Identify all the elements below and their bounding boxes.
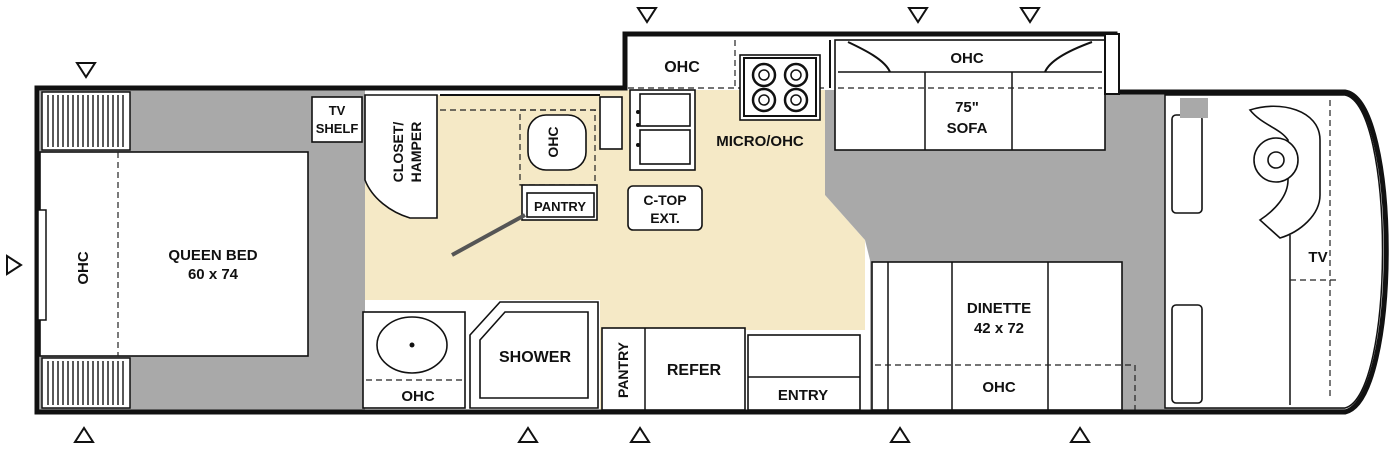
svg-text:C-TOP: C-TOP	[643, 192, 686, 208]
tv-shelf: TV SHELF	[311, 96, 363, 143]
outer-walls	[34, 31, 1389, 415]
svg-text:PANTRY: PANTRY	[534, 199, 586, 214]
entry: ENTRY	[747, 334, 861, 411]
queen-bed-size: 60 x 74	[188, 266, 239, 283]
window-marker-icon	[636, 7, 658, 24]
micro-ohc-label: MICRO/OHC	[716, 133, 804, 150]
passenger-seat	[1171, 304, 1203, 404]
sofa: OHC 75" SOFA	[834, 39, 1106, 151]
nightstand-bottom	[41, 357, 131, 409]
queen-bed-label: QUEEN BED	[168, 247, 257, 264]
svg-text:CLOSET/: CLOSET/	[390, 122, 406, 183]
svg-text:EXT.: EXT.	[650, 210, 680, 226]
svg-text:HAMPER: HAMPER	[408, 122, 424, 183]
pantry-small: PANTRY	[521, 184, 598, 221]
svg-text:SHELF: SHELF	[316, 121, 359, 136]
cabinet-slot	[599, 96, 623, 150]
window-marker-icon	[889, 426, 911, 443]
driver-seat	[1171, 114, 1203, 214]
sofa-label: SOFA	[947, 120, 988, 137]
tv-label: TV	[1308, 249, 1327, 266]
svg-text:TV: TV	[329, 103, 346, 118]
toilet	[527, 114, 587, 171]
pantry-refer: PANTRY REFER	[601, 327, 746, 411]
svg-text:OHC: OHC	[982, 379, 1016, 396]
toilet-area: OHC	[519, 109, 596, 186]
countertop-extension: C-TOP EXT.	[627, 185, 703, 231]
window-marker-icon	[517, 426, 539, 443]
closet-hamper: CLOSET/ HAMPER	[364, 94, 438, 219]
window-marker-icon	[1019, 7, 1041, 24]
window-marker-icon	[6, 254, 23, 276]
stove	[739, 54, 821, 121]
svg-text:OHC: OHC	[545, 126, 561, 157]
lavatory: OHC	[362, 311, 466, 409]
window-marker-icon	[629, 426, 651, 443]
bedroom-ohc-label: OHC	[75, 251, 92, 285]
nightstand-top	[41, 91, 131, 151]
cab: TV	[1164, 94, 1384, 409]
shower: SHOWER	[469, 301, 599, 409]
svg-text:OHC: OHC	[401, 388, 435, 405]
dinette-size: 42 x 72	[974, 320, 1024, 337]
bath-door	[451, 213, 526, 257]
svg-text:OHC: OHC	[664, 59, 700, 76]
queen-bed-area: OHC QUEEN BED 60 x 74	[37, 91, 309, 409]
svg-text:PANTRY: PANTRY	[615, 341, 631, 398]
dinette-label: DINETTE	[967, 300, 1031, 317]
dinette: DINETTE 42 x 72 OHC	[871, 261, 1136, 411]
window-markers	[6, 7, 1091, 443]
svg-text:SHOWER: SHOWER	[499, 349, 571, 366]
sink	[629, 89, 696, 171]
rear-window	[37, 209, 47, 321]
refer-label: REFER	[667, 362, 722, 379]
svg-text:ENTRY: ENTRY	[778, 387, 828, 404]
window-marker-icon	[907, 7, 929, 24]
dash-console	[1248, 105, 1321, 239]
sofa-size: 75"	[955, 99, 979, 116]
svg-text:OHC: OHC	[950, 50, 984, 67]
window-marker-icon	[1069, 426, 1091, 443]
window-marker-icon	[75, 62, 97, 79]
window-marker-icon	[73, 426, 95, 443]
